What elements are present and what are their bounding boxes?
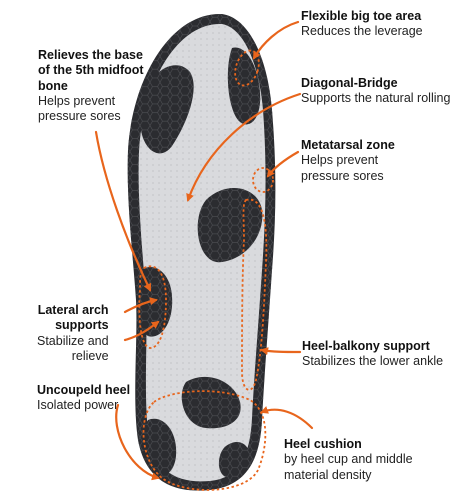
callout-title: Diagonal-Bridge (301, 76, 398, 90)
arrow-heel-balkony (260, 347, 302, 356)
callout-desc: Helps prevent (38, 93, 116, 108)
callout-desc: Stabilizes the lower ankle (302, 354, 444, 369)
callout-diagonal-bridge: Diagonal-Bridge Supports the natural rol… (301, 76, 450, 107)
callout-desc: Reduces the leverage (301, 24, 423, 39)
callout-uncoupled-heel: Uncoupeld heel Isolated power (37, 383, 130, 414)
callout-heel-balkony: Heel-balkony support Stabilizes the lowe… (302, 339, 443, 370)
zone-lateral-arch (138, 265, 167, 349)
callout-title: supports (55, 318, 109, 333)
zone-big-toe (234, 49, 260, 87)
callout-title: of the 5th midfoot (38, 63, 144, 78)
arrow-relieves-5th (94, 130, 152, 292)
callout-metatarsal-zone: Metatarsal zone Helps prevent pressure s… (301, 138, 395, 184)
callout-desc: Stabilize and (37, 333, 109, 348)
callout-desc: Isolated power (37, 398, 119, 413)
arrow-lateral-1 (123, 297, 158, 314)
callout-title: Flexible big toe area (301, 9, 422, 23)
arrow-uncoupled-heel (115, 403, 160, 481)
callout-lateral-arch: Lateral arch supports Stabilize and reli… (37, 303, 109, 364)
callout-title: Lateral arch (37, 303, 109, 317)
callout-relieves-5th-midfoot: Relieves the base of the 5th midfoot bon… (38, 48, 144, 124)
callout-title: Metatarsal zone (301, 138, 395, 152)
callout-desc: pressure sores (301, 168, 384, 183)
zone-metatarsal (252, 167, 274, 193)
arrow-heel-cushion (260, 406, 314, 430)
arrow-diagonal-bridge (186, 92, 302, 202)
callout-arrows (94, 20, 314, 481)
callout-desc: relieve (71, 348, 109, 363)
callout-title: Relieves the base (38, 48, 143, 62)
callout-desc: Supports the natural rolling (301, 91, 451, 106)
arrow-lateral-2 (123, 320, 160, 342)
zone-heel-balkony (241, 198, 268, 391)
arrow-metatarsal (266, 150, 300, 178)
arrow-flexible-big-toe (252, 20, 300, 60)
callout-title: bone (38, 78, 68, 93)
callout-title: Uncoupeld heel (37, 383, 131, 397)
zone-outlines (138, 49, 274, 491)
callout-flexible-big-toe: Flexible big toe area Reduces the levera… (301, 9, 423, 40)
callout-desc: by heel cup and middle (284, 452, 413, 467)
callout-title: Heel-balkony support (302, 339, 430, 353)
callout-title: Heel cushion (284, 437, 362, 451)
callout-heel-cushion: Heel cushion by heel cup and middle mate… (284, 437, 413, 483)
callout-desc: Helps prevent (301, 153, 379, 168)
callout-desc: pressure sores (38, 109, 121, 123)
callout-desc: material density (284, 467, 372, 482)
